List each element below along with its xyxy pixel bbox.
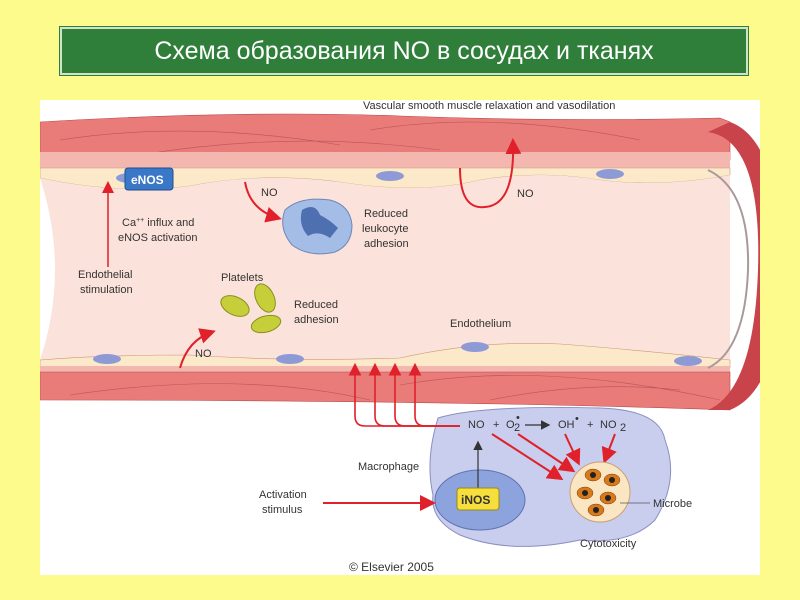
- copyright: © Elsevier 2005: [349, 560, 434, 574]
- enos-activation-label: eNOS activation: [118, 232, 197, 244]
- lumen: [40, 175, 730, 360]
- leukocyte-nucleus: [300, 206, 338, 238]
- vasodilation-label: Vascular smooth muscle relaxation and va…: [363, 100, 615, 112]
- no-to-muscle-arrow: [459, 138, 522, 209]
- no-to-leukocyte-arrow: [244, 181, 282, 223]
- svg-text:•: •: [575, 413, 579, 425]
- reduced-leukocyte-label-2: leukocyte: [362, 223, 408, 235]
- top-intima: [40, 152, 730, 170]
- cytotoxicity-label: Cytotoxicity: [580, 538, 637, 550]
- svg-text:NO: NO: [600, 419, 617, 431]
- svg-text:OH: OH: [558, 419, 575, 431]
- reduced-adhesion-label-2: adhesion: [294, 314, 339, 326]
- macrophage-to-vessel-arrows: [348, 362, 460, 427]
- svg-text:NO: NO: [468, 419, 485, 431]
- blood-vessel: [40, 113, 760, 411]
- svg-text:•: •: [516, 412, 520, 424]
- microbe: [569, 461, 631, 523]
- inos-box: [456, 487, 500, 511]
- no-label-platelets: NO: [195, 348, 212, 360]
- reduced-adhesion-label-1: Reduced: [294, 299, 338, 311]
- microbe-label: Microbe: [653, 498, 692, 510]
- inos-label: iNOS: [461, 493, 490, 507]
- slide-title: Схема образования NO в сосудах и тканях: [60, 27, 748, 75]
- endothelial-nuclei: [93, 169, 702, 366]
- svg-text:+: +: [587, 419, 593, 431]
- bottom-muscle-wall: [40, 371, 731, 411]
- activation-stimulus-label-2: stimulus: [262, 504, 303, 516]
- no-formation-diagram: Vascular smooth muscle relaxation and va…: [40, 100, 760, 575]
- no-label-muscle: NO: [517, 188, 534, 200]
- bottom-intima: [40, 366, 730, 374]
- platelets-label: Platelets: [221, 272, 264, 284]
- enos-label: eNOS: [131, 173, 164, 187]
- reduced-leukocyte-label-1: Reduced: [364, 208, 408, 220]
- endothelial-stimulation-label-2: stimulation: [80, 284, 133, 296]
- platelets: [220, 283, 282, 334]
- svg-text:2: 2: [514, 422, 520, 434]
- no-reaction-equation: NO + O 2 • OH • + NO 2: [468, 412, 626, 434]
- endothelium-label: Endothelium: [450, 318, 511, 330]
- svg-text:+: +: [493, 419, 499, 431]
- top-muscle-wall: [40, 113, 731, 161]
- no-to-platelets-arrow: [179, 328, 216, 369]
- reduced-leukocyte-label-3: adhesion: [364, 238, 409, 250]
- svg-text:O: O: [506, 419, 515, 431]
- ca-influx-label: Ca++ influx and: [122, 217, 194, 229]
- cytotoxic-arrows: [491, 433, 617, 481]
- endothelial-stimulation-label-1: Endothelial: [78, 269, 132, 281]
- diagram-svg: Vascular smooth muscle relaxation and va…: [40, 100, 760, 574]
- activation-stimulus-label-1: Activation: [259, 489, 307, 501]
- svg-text:2: 2: [620, 422, 626, 434]
- vessel-opening: [708, 122, 760, 410]
- enos-box: [124, 167, 174, 191]
- no-label-leukocyte: NO: [261, 187, 278, 199]
- bottom-endothelium: [40, 342, 731, 369]
- macrophage-label: Macrophage: [358, 461, 419, 473]
